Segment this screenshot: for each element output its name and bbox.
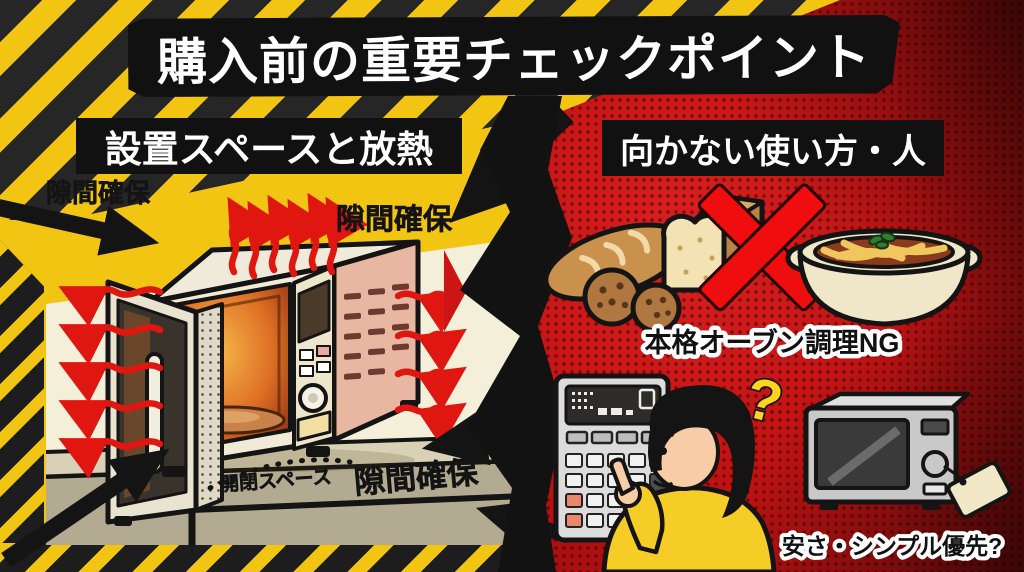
price-tag-icon <box>943 461 1012 519</box>
microwave-control-panel <box>292 264 336 451</box>
question-mark-icon: ? <box>739 365 789 437</box>
right-section-title-box: 向かない使い方・人 <box>602 120 944 176</box>
door-swing-arc <box>207 457 353 491</box>
hazard-stripes-bottom-band <box>0 543 508 572</box>
hazard-stripes-left-bar <box>0 240 44 572</box>
label-gap-top-right: 隙間確保 <box>336 204 453 236</box>
gap-arrow-top-left <box>0 199 160 256</box>
left-section-title: 設置スペースと放熱 <box>104 129 434 170</box>
person-icon <box>601 385 777 572</box>
casserole-icon <box>785 228 983 327</box>
left-section-title-box: 設置スペースと放熱 <box>76 118 462 174</box>
panel-divider-lightning <box>444 96 572 572</box>
microwave-open-door <box>105 279 224 526</box>
heat-arrows-left <box>58 286 164 479</box>
right-section-title: 向かない使い方・人 <box>620 132 926 171</box>
label-gap-top-left: 隙間確保 <box>46 178 151 208</box>
main-title: 購入前の重要チェックポイント <box>156 29 872 91</box>
heat-arrows-top <box>227 192 369 280</box>
cheap-caption: 安さ・シンプル優先? <box>782 533 1002 559</box>
ng-cross-icon <box>697 183 827 312</box>
ng-caption: 本格オーブン調理NG <box>645 327 900 358</box>
main-title-banner: 購入前の重要チェックポイント <box>128 13 901 98</box>
gap-arrow-bottom-left <box>1 448 170 568</box>
budget-microwave-icon <box>803 391 1012 519</box>
cookies-icon <box>582 267 682 334</box>
